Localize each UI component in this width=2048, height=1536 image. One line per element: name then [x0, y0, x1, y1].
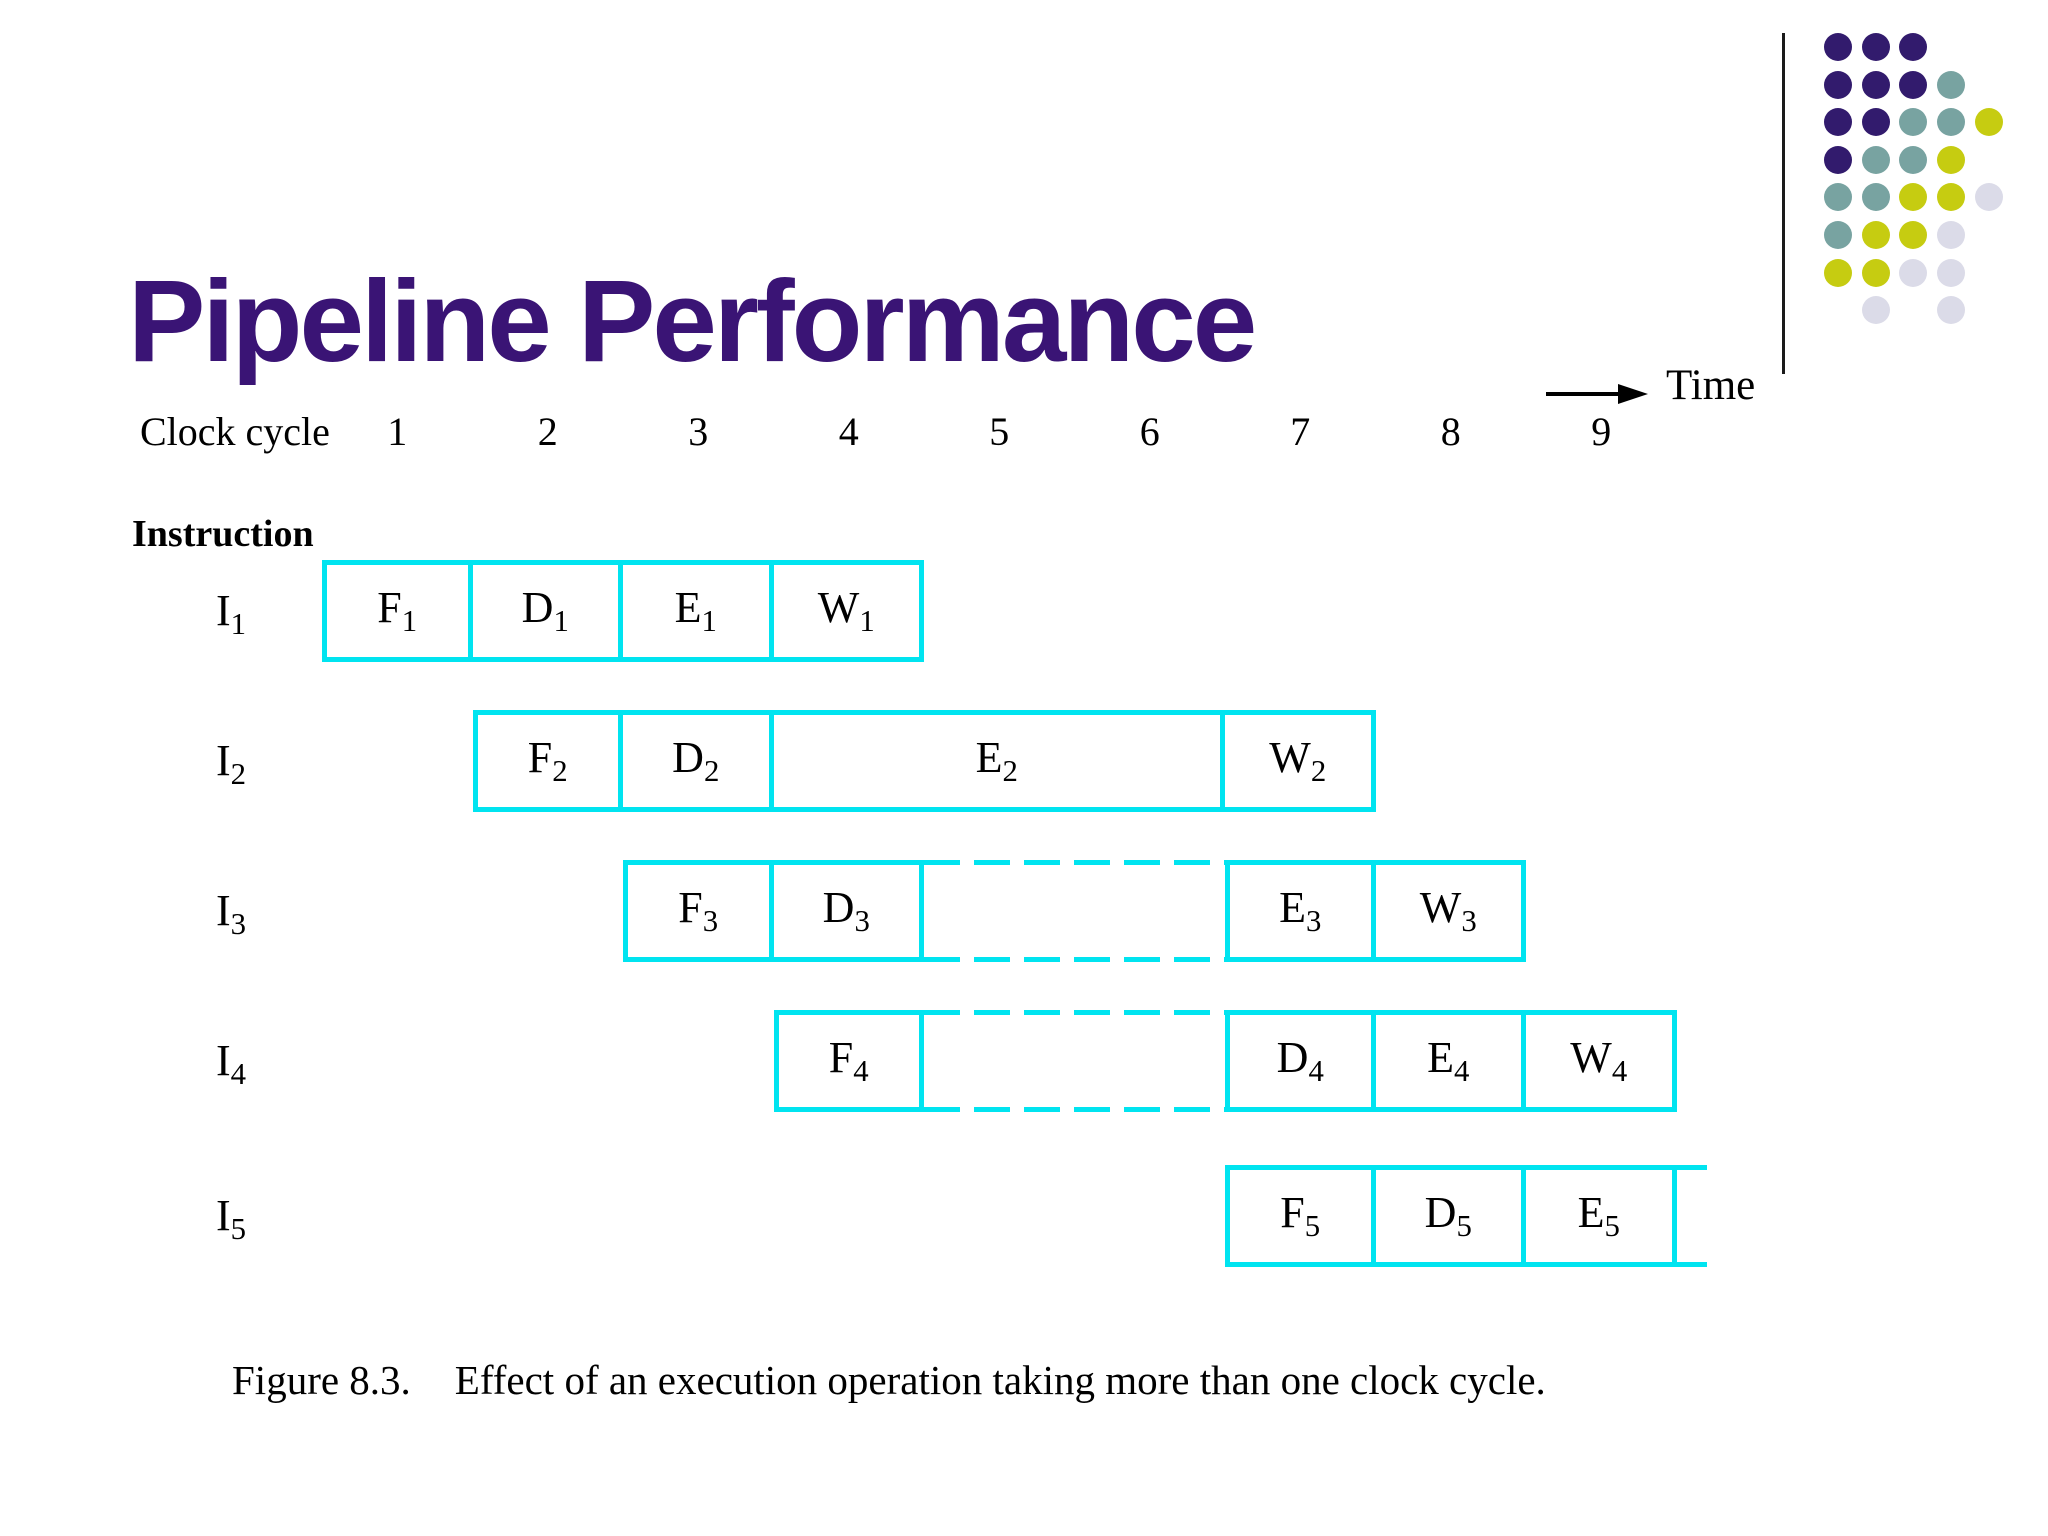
decor-dot: [1861, 183, 1890, 212]
instruction-row-label-I1: I1: [215, 586, 247, 642]
decor-dot: [1974, 183, 2003, 212]
instruction-row-label-I5: I5: [215, 1191, 247, 1247]
instruction-row-label-I2: I2: [215, 736, 247, 792]
time-arrow-icon: [1546, 392, 1620, 396]
clock-cycle-number-8: 8: [1440, 409, 1461, 454]
figure-caption-number: Figure 8.3.: [232, 1357, 411, 1403]
decor-dot: [1899, 183, 1928, 212]
stage-box-F2: F2: [472, 710, 623, 812]
decor-dot: [1937, 70, 1966, 99]
decor-dot: [1824, 70, 1852, 99]
stage-box-F3: F3: [623, 860, 774, 962]
decor-dot: [1937, 296, 1966, 325]
decor-dot: [1899, 145, 1928, 174]
time-arrow-head-icon: [1618, 384, 1648, 404]
stage-box-W2: W2: [1225, 710, 1376, 812]
stage-box-D2: D2: [623, 710, 774, 812]
stage-box-E3: E3: [1225, 860, 1376, 962]
clock-cycle-number-6: 6: [1139, 409, 1160, 454]
corner-divider-line: [1782, 33, 1785, 374]
clock-cycle-number-1: 1: [387, 409, 408, 454]
stage-box-F5: F5: [1225, 1165, 1376, 1267]
stage-box-W3: W3: [1375, 860, 1526, 962]
decor-dot: [1861, 145, 1890, 174]
instruction-row-label-I4: I4: [215, 1036, 247, 1092]
instruction-column-label: Instruction: [132, 513, 314, 555]
decor-dot: [1824, 108, 1852, 137]
stall-dashed-segment: [924, 1010, 1225, 1112]
stall-dashed-segment: [924, 860, 1225, 962]
stage-box-F1: F1: [322, 560, 473, 662]
partial-next-stage-box: [1676, 1165, 1707, 1267]
stage-box-E2: E2: [773, 710, 1225, 812]
decor-dot: [1861, 221, 1890, 249]
stage-box-D3: D3: [773, 860, 924, 962]
clock-cycle-number-5: 5: [989, 409, 1010, 454]
stage-box-E4: E4: [1375, 1010, 1526, 1112]
decor-dot: [1937, 145, 1966, 174]
decor-dot: [1824, 33, 1852, 61]
decor-dot: [1937, 258, 1966, 287]
stage-box-D5: D5: [1375, 1165, 1526, 1267]
decor-dot: [1937, 183, 1966, 212]
clock-cycle-number-3: 3: [688, 409, 709, 454]
decor-dot: [1824, 221, 1852, 249]
decor-dot: [1824, 145, 1852, 174]
decor-dot: [1824, 258, 1852, 287]
decor-dot: [1861, 70, 1890, 99]
instruction-row-label-I3: I3: [215, 886, 247, 942]
decor-dot: [1899, 70, 1928, 99]
page-title: Pipeline Performance: [128, 255, 1257, 386]
stage-box-W1: W1: [773, 560, 924, 662]
decor-dot: [1899, 221, 1928, 249]
decor-dot: [1861, 296, 1890, 325]
stage-box-D1: D1: [472, 560, 623, 662]
stage-box-W4: W4: [1526, 1010, 1677, 1112]
clock-cycle-number-9: 9: [1591, 409, 1612, 454]
decor-dot: [1937, 221, 1966, 249]
clock-cycle-number-7: 7: [1290, 409, 1311, 454]
figure-caption-text: Effect of an execution operation taking …: [454, 1357, 1546, 1403]
time-axis-label: Time: [1666, 362, 1756, 409]
clock-cycle-number-4: 4: [838, 409, 859, 454]
clock-cycle-label: Clock cycle: [140, 409, 330, 454]
stage-box-E5: E5: [1526, 1165, 1677, 1267]
decor-dot: [1899, 108, 1928, 137]
stage-box-F4: F4: [773, 1010, 924, 1112]
decor-dot: [1824, 183, 1852, 212]
decor-dot: [1974, 108, 2003, 137]
decor-dot: [1861, 33, 1890, 61]
decor-dot: [1899, 258, 1928, 287]
decor-dot: [1861, 108, 1890, 137]
decor-dot: [1937, 108, 1966, 137]
decor-dot: [1899, 33, 1928, 61]
figure-caption: Figure 8.3. Effect of an execution operat…: [232, 1356, 1546, 1404]
clock-cycle-number-2: 2: [537, 409, 558, 454]
stage-box-E1: E1: [623, 560, 774, 662]
stage-box-D4: D4: [1225, 1010, 1376, 1112]
decor-dot: [1861, 258, 1890, 287]
